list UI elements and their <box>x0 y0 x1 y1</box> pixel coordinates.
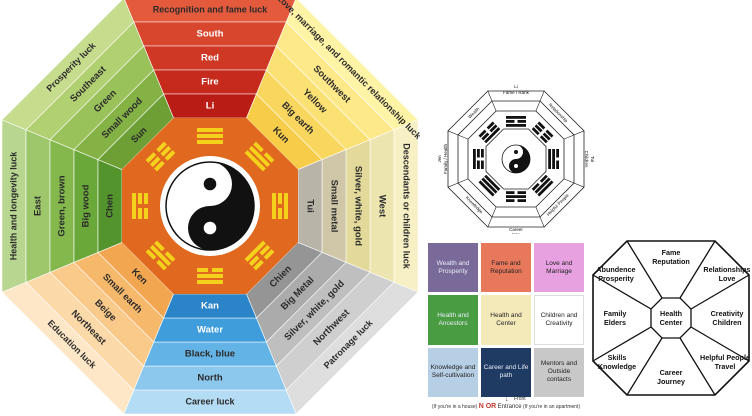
trigram-bottom <box>197 268 223 284</box>
grid-cell-3: Health and Ancestors <box>428 295 478 345</box>
label-left-4: Chen <box>105 194 116 218</box>
label-top-2: Red <box>201 53 219 64</box>
mini-label-bottom-1: Kan <box>512 232 521 234</box>
label-top-4: Li <box>206 101 214 112</box>
trigram-bottom_left <box>145 240 176 271</box>
label-right-4: Tui <box>304 199 315 213</box>
mini-label-right-1: Children <box>584 151 589 168</box>
trigram-left <box>132 193 148 219</box>
mini-label-right-0: Tui <box>590 156 595 162</box>
label-right-2: Silver, white, gold <box>352 166 363 246</box>
grid-cell-1: Fame and Reputation <box>481 243 531 293</box>
label-top-3: Fire <box>201 77 218 88</box>
mini-trigram-3 <box>531 174 554 197</box>
mini-trigram-2 <box>548 149 559 169</box>
grid-cell-0: Wealth and Prosperity <box>428 243 478 293</box>
grid-cell-6: Knowledge and Self-cultivation <box>428 347 478 397</box>
mini-trigram-1 <box>531 121 554 144</box>
grid-cell-7: Career and Life path <box>481 347 531 397</box>
label-bottom-1: North <box>197 373 223 384</box>
label-top-1: South <box>197 29 224 40</box>
footer-nor: N OR <box>478 403 497 410</box>
label-top-0: Recognition and fame luck <box>153 4 269 14</box>
label-right-0: Descendants or children luck <box>402 143 412 270</box>
label-left-0: Health and longevity luck <box>8 151 18 261</box>
yin-yang-icon <box>160 156 260 256</box>
mini-trigram-6 <box>473 149 484 169</box>
bagua-sectors <box>1 0 419 415</box>
trigram-top <box>197 128 223 144</box>
label-right-1: West <box>376 195 387 218</box>
mini-label-left-0: Jen <box>437 155 442 163</box>
label-left-1: East <box>33 195 44 216</box>
mini-trigram-0 <box>506 116 526 127</box>
mini-trigram-5 <box>478 174 501 197</box>
footer-entrance: Entrance <box>497 404 522 410</box>
mini-label-top-1: Fame / Rank <box>503 90 530 95</box>
mini-label-top-0: Li <box>514 84 518 89</box>
mini-trigram-4 <box>506 191 526 202</box>
footer-front: Front <box>514 396 526 402</box>
mini-label-bottom-0: Career <box>509 227 523 232</box>
trigram-top_right <box>244 141 275 172</box>
label-bottom-0: Career luck <box>185 396 235 406</box>
grid-cell-8: Mentors and Outside contacts <box>534 347 584 397</box>
trigram-bottom_right <box>244 240 275 271</box>
arrow-down-icon: ↓ <box>505 396 509 403</box>
label-left-3: Big wood <box>81 184 92 227</box>
footer-right: (If you're in an apartment) <box>523 404 581 410</box>
label-bottom-2: Black, blue <box>185 349 235 360</box>
label-bottom-3: Water <box>197 325 223 336</box>
mini-label-left-1: Family / Health <box>443 144 448 175</box>
footer-left: (If you're in a house) <box>431 404 478 410</box>
grid-cell-2: Love and Marriage <box>534 243 584 293</box>
label-right-3: Small metal <box>328 180 339 233</box>
mini-trigram-7 <box>478 121 501 144</box>
grid-cell-5: Children and Creativity <box>534 295 584 345</box>
trigram-top_left <box>145 141 176 172</box>
grid-footer: (If you're in a house) N OR Entrance (If… <box>428 403 584 410</box>
grid-cell-4: Health and Center <box>481 295 531 345</box>
label-left-2: Green, brown <box>57 175 68 236</box>
label-bottom-4: Kan <box>201 301 219 312</box>
trigram-right <box>272 193 288 219</box>
